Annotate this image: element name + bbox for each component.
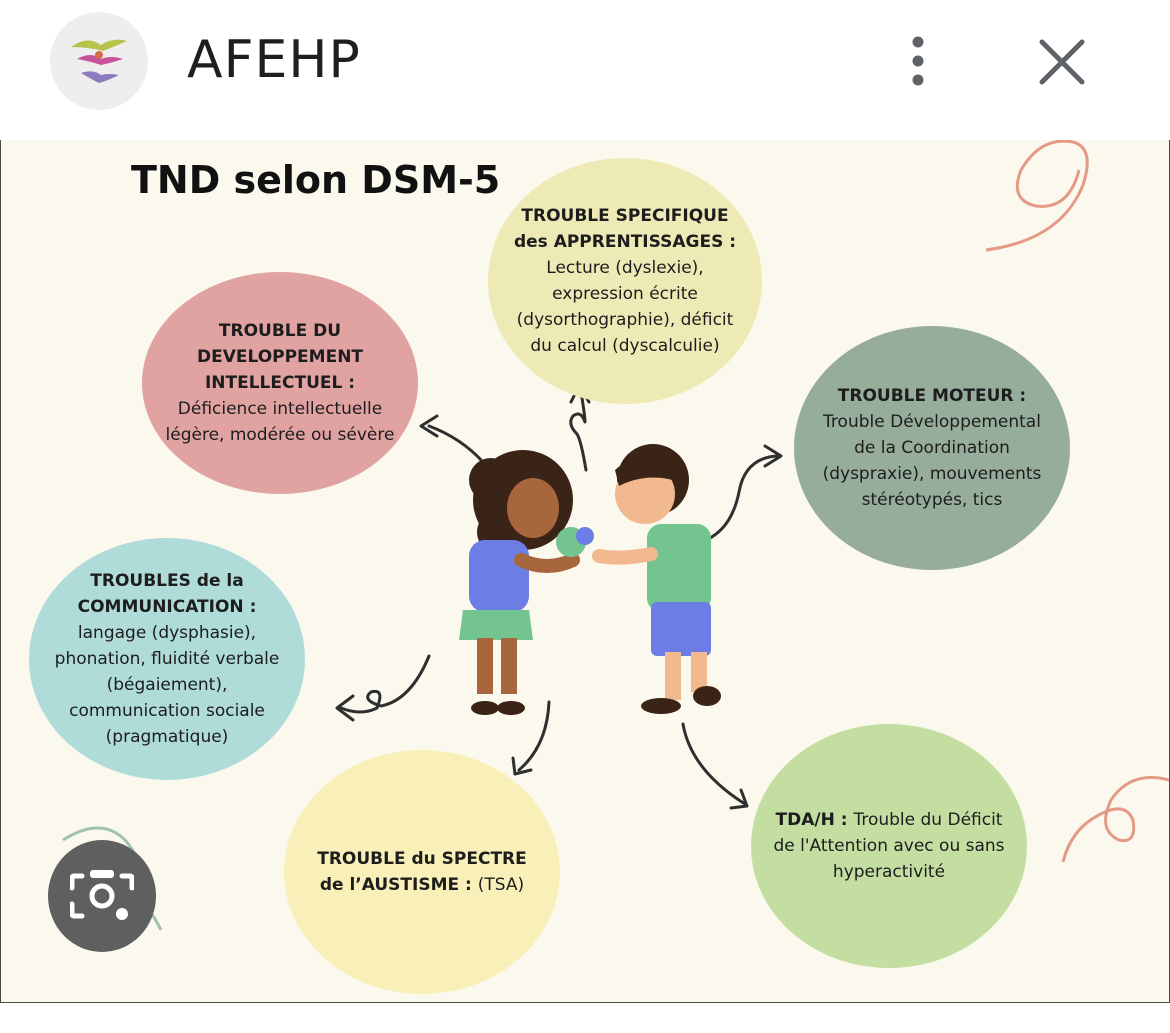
arrowhead-tdah bbox=[729, 788, 749, 810]
infographic-title: TND selon DSM-5 bbox=[131, 158, 501, 202]
swirl-decoration-top bbox=[985, 140, 1089, 252]
girl-illustration bbox=[459, 450, 580, 715]
bubble-heading: TROUBLE du SPECTRE de l’AUSTISME : bbox=[317, 849, 527, 895]
bubble-apprentissages: TROUBLE SPECIFIQUE des APPRENTISSAGES : … bbox=[488, 158, 762, 404]
arrow-to-moteur bbox=[699, 454, 779, 544]
bubble-heading: TDA/H : bbox=[775, 810, 854, 830]
bubble-body: langage (dysphasie), phonation, fluidité… bbox=[54, 623, 280, 747]
bubble-autisme: TROUBLE du SPECTRE de l’AUSTISME : (TSA) bbox=[284, 750, 560, 994]
arrow-to-intellectuel bbox=[427, 424, 485, 464]
bubble-heading: TROUBLE SPECIFIQUE des APPRENTISSAGES : bbox=[513, 206, 737, 252]
arrow-to-autisme bbox=[517, 700, 551, 772]
bubble-body: (TSA) bbox=[477, 875, 525, 895]
bubble-moteur: TROUBLE MOTEUR : Trouble Développemental… bbox=[794, 326, 1070, 570]
toy-flower-illustration bbox=[576, 527, 594, 545]
app-bar: AFEHP bbox=[0, 0, 1170, 140]
infographic-card: TND selon DSM-5 TROUBLE DU DEVELOPPEMENT… bbox=[0, 140, 1170, 1003]
afehp-logo-icon[interactable] bbox=[50, 12, 148, 110]
bubble-body: Lecture (dyslexie), expression écrite (d… bbox=[516, 258, 734, 356]
close-icon[interactable] bbox=[1036, 38, 1088, 86]
bubble-intellectuel: TROUBLE DU DEVELOPPEMENT INTELLECTUEL : … bbox=[142, 272, 418, 494]
bubble-tdah: TDA/H : Trouble du Déficit de l'Attentio… bbox=[751, 724, 1027, 968]
bubble-body: Trouble Développemental de la Coordinati… bbox=[822, 412, 1042, 510]
bubble-communication: TROUBLES de la COMMUNICATION : langage (… bbox=[29, 538, 305, 780]
bubble-heading: TROUBLES de la COMMUNICATION : bbox=[77, 571, 257, 617]
lens-search-icon bbox=[70, 870, 134, 920]
arrow-to-tdah bbox=[681, 722, 747, 806]
bubble-heading: TROUBLE DU DEVELOPPEMENT INTELLECTUEL : bbox=[196, 321, 364, 393]
bubble-body: Déficience intellectuelle légère, modéré… bbox=[165, 399, 395, 445]
app-title: AFEHP bbox=[187, 30, 361, 90]
arrowhead-moteur bbox=[763, 444, 783, 468]
more-vert-icon[interactable] bbox=[896, 34, 940, 90]
bubble-heading: TROUBLE MOTEUR : bbox=[837, 386, 1027, 406]
arrowhead-communication bbox=[335, 694, 355, 722]
arrowhead-autisme bbox=[511, 756, 533, 776]
bubble-body: Trouble du Déficit de l'Attention avec o… bbox=[773, 810, 1005, 882]
arrowhead-intellectuel bbox=[419, 414, 439, 438]
boy-illustration bbox=[592, 444, 721, 714]
illustration-overlay bbox=[62, 140, 1169, 931]
arrow-to-apprentissages bbox=[569, 390, 588, 472]
arrow-to-communication bbox=[339, 654, 431, 714]
swirl-decoration-bottom bbox=[1061, 776, 1169, 863]
lens-search-button[interactable] bbox=[48, 840, 156, 952]
